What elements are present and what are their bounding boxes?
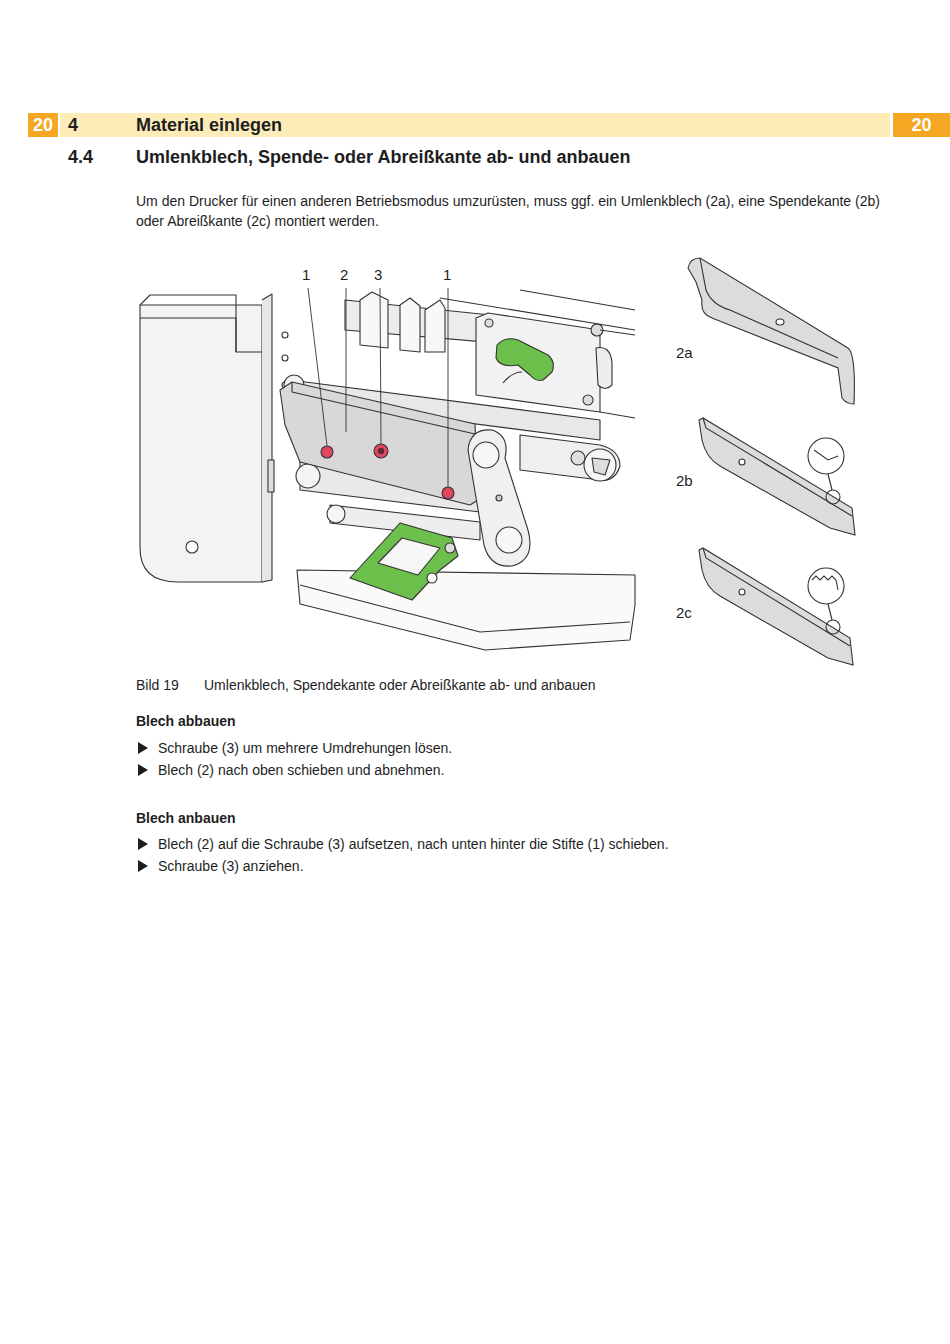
callout-number: 1 bbox=[302, 264, 310, 287]
part-2c bbox=[699, 548, 853, 665]
step-text: Blech (2) auf die Schraube (3) aufsetzen… bbox=[158, 834, 669, 855]
bullet-markers bbox=[138, 742, 148, 872]
header-text: Material einlegen bbox=[136, 113, 282, 137]
header-text: 20 bbox=[911, 113, 931, 137]
subheading: Blech anbauen bbox=[136, 808, 236, 829]
callout-number: 2 bbox=[340, 264, 348, 287]
chapter-band: 4 Material einlegen bbox=[60, 113, 890, 137]
figure-caption: Umlenkblech, Spendekante oder Abreißkant… bbox=[204, 675, 804, 696]
header-text: 4 bbox=[68, 113, 78, 137]
header-text: 20 bbox=[33, 113, 53, 137]
figure-number: Bild 19 bbox=[136, 675, 179, 696]
intro-text: Um den Drucker für einen anderen Betrieb… bbox=[136, 191, 881, 232]
callout-number: 2b bbox=[676, 470, 693, 493]
part-2a bbox=[688, 258, 854, 404]
callout-number: 2a bbox=[676, 342, 693, 365]
page-number-box: 20 bbox=[893, 113, 950, 137]
step-text: Schraube (3) anziehen. bbox=[158, 856, 304, 877]
printer-drawing bbox=[140, 290, 635, 650]
page-number-box: 20 bbox=[28, 113, 58, 137]
section-number: 4.4 bbox=[68, 144, 93, 171]
callout-number: 1 bbox=[443, 264, 451, 287]
callout-number: 3 bbox=[374, 264, 382, 287]
subheading: Blech abbauen bbox=[136, 711, 236, 732]
step-text: Schraube (3) um mehrere Umdrehungen löse… bbox=[158, 738, 452, 759]
leader-lines bbox=[308, 288, 448, 487]
section-title: Umlenkblech, Spende- oder Abreißkante ab… bbox=[136, 144, 876, 171]
callout-number: 2c bbox=[676, 602, 692, 625]
step-text: Blech (2) nach oben schieben und abnehme… bbox=[158, 760, 444, 781]
part-2b bbox=[699, 418, 855, 535]
